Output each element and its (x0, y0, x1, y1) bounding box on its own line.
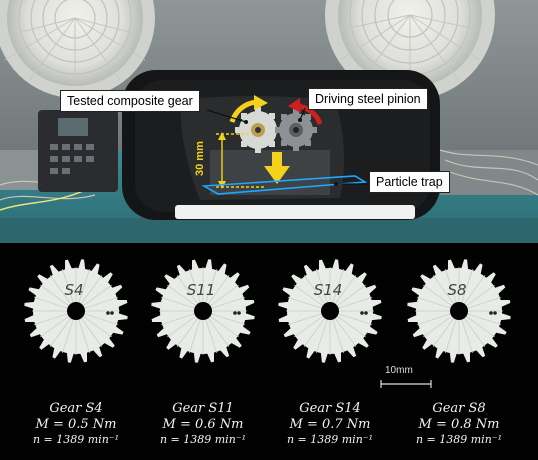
gear-name: Gear S4 (49, 401, 103, 416)
composite-gear-in-rig (235, 107, 281, 153)
gear-bore (67, 302, 85, 320)
marker-dot (360, 311, 364, 315)
test-rig-illustration (0, 0, 538, 243)
gear-bore (321, 302, 339, 320)
gear-marking: S8 (447, 281, 466, 299)
gear-label-s14: Gear S14 M = 0.7 Nm n = 1389 min⁻¹ (263, 401, 397, 447)
gear-sample-s11: S11 (149, 257, 257, 365)
gear-name: Gear S8 (432, 401, 486, 416)
steel-pinion-in-rig (275, 109, 317, 151)
gear-bore (194, 302, 212, 320)
gear-label-s8: Gear S8 M = 0.8 Nm n = 1389 min⁻¹ (392, 401, 526, 447)
gear-drawing: S11 (151, 259, 255, 363)
gear-label-s4: Gear S4 M = 0.5 Nm n = 1389 min⁻¹ (9, 401, 143, 447)
gear-moment: M = 0.8 Nm (418, 417, 500, 432)
marker-dot (106, 311, 110, 315)
marker-dot (489, 311, 493, 315)
controller-unit (38, 110, 118, 192)
marker-dot (237, 311, 241, 315)
gear-sample-s4: S4 (22, 257, 130, 365)
gear-name: Gear S11 (172, 401, 234, 416)
distance-dimension (216, 132, 266, 189)
scale-bar-label: 10mm (385, 365, 413, 376)
gear-drawing: S4 (24, 259, 128, 363)
gear-marking: S14 (314, 281, 343, 299)
marker-dot (364, 311, 368, 315)
gear-moment: M = 0.7 Nm (289, 417, 371, 432)
gear-drawing: S14 (278, 259, 382, 363)
gear-samples-panel: S4 S11 S14 S8 10mm Gear S4 M = 0.5 Nm n … (0, 243, 538, 460)
scale-bar (380, 380, 432, 388)
gear-sample-s14: S14 (276, 257, 384, 365)
left-cooling-fan (0, 0, 155, 98)
marker-dot (233, 311, 237, 315)
gear-label-s11: Gear S11 M = 0.6 Nm n = 1389 min⁻¹ (136, 401, 270, 447)
gear-marking: S4 (64, 281, 83, 299)
gear-moment: M = 0.6 Nm (162, 417, 244, 432)
particle-trap-callout: Particle trap (369, 171, 450, 193)
distance-label: 30 mm (194, 141, 206, 176)
marker-dot (110, 311, 114, 315)
gear-speed: n = 1389 min⁻¹ (32, 433, 120, 446)
driving-pinion-callout: Driving steel pinion (308, 88, 428, 110)
gear-speed: n = 1389 min⁻¹ (415, 433, 503, 446)
tested-gear-callout: Tested composite gear (60, 90, 200, 112)
test-rig-photo: Tested composite gear Driving steel pini… (0, 0, 538, 243)
particle-trap-outline (201, 175, 368, 195)
gear-bore (450, 302, 468, 320)
gear-speed: n = 1389 min⁻¹ (159, 433, 247, 446)
gear-marking: S11 (187, 281, 216, 299)
gear-speed: n = 1389 min⁻¹ (286, 433, 374, 446)
gear-moment: M = 0.5 Nm (35, 417, 117, 432)
gear-sample-s8: S8 (405, 257, 513, 365)
gear-drawing: S8 (407, 259, 511, 363)
gear-name: Gear S14 (299, 401, 361, 416)
marker-dot (493, 311, 497, 315)
particle-fall-arrow (264, 152, 290, 184)
